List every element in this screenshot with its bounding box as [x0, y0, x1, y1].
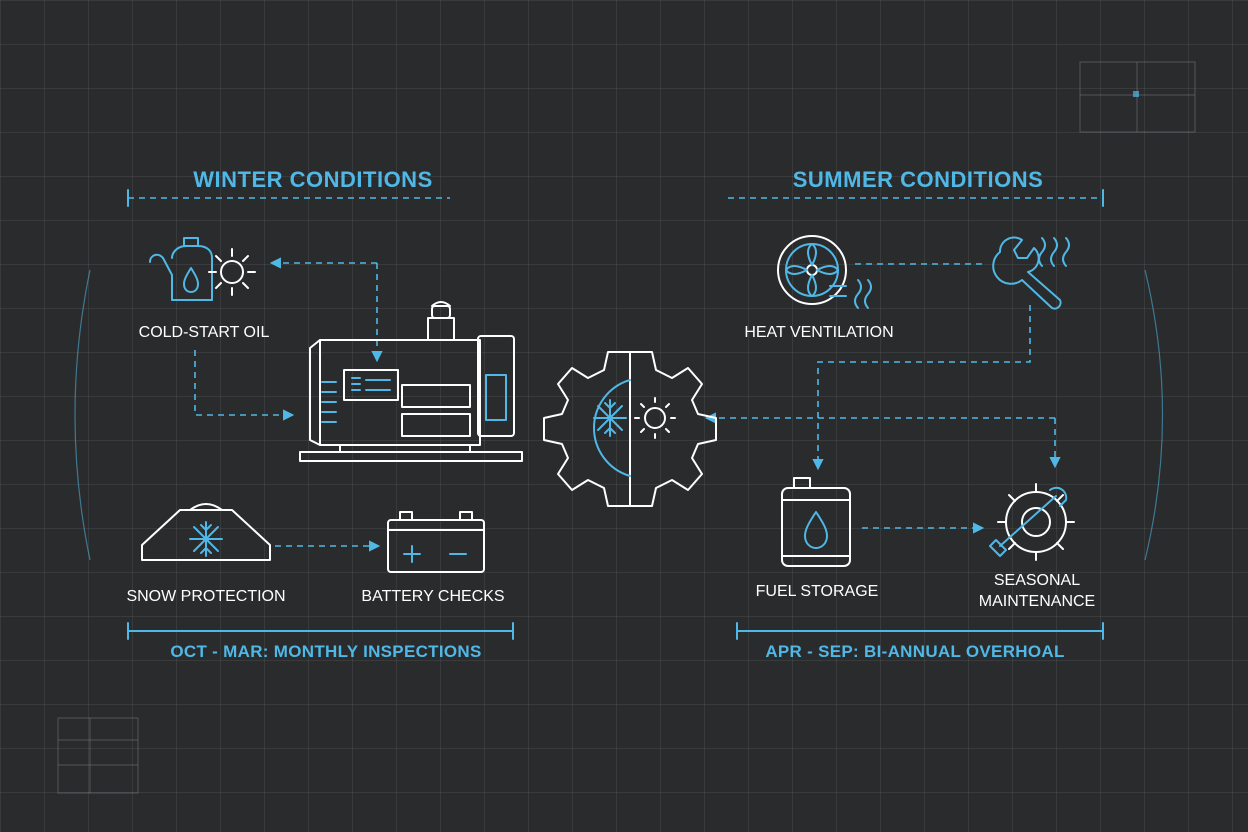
cold-start-oil-label: COLD-START OIL — [139, 324, 270, 341]
left-decor-arc — [74, 269, 91, 561]
fuel-storage-label: FUEL STORAGE — [756, 583, 879, 600]
snow-cover-icon — [141, 503, 271, 561]
heat-ventilation-label: HEAT VENTILATION — [744, 324, 893, 341]
winter-title: WINTER CONDITIONS — [193, 167, 433, 192]
decor-blueprint-bottom-left — [57, 717, 139, 794]
generator-icon — [299, 301, 523, 462]
winter-footer: OCT - MAR: MONTHLY INSPECTIONS — [170, 642, 481, 661]
summer-title: SUMMER CONDITIONS — [793, 167, 1044, 192]
snow-protection-label: SNOW PROTECTION — [126, 588, 285, 605]
gear-wrench-icon — [989, 483, 1075, 561]
right-decor-arc — [1144, 269, 1164, 561]
summer-footer-bracket — [736, 622, 1104, 640]
fuel-tank-icon — [781, 477, 851, 567]
winter-footer-bracket — [127, 622, 514, 640]
connector-oil-to-generator — [194, 350, 295, 421]
season-gear-icon — [543, 351, 717, 507]
maintenance-label: MAINTENANCE — [979, 593, 1095, 610]
fan-icon — [777, 235, 872, 309]
connector-wrench-to-fuel — [812, 305, 1031, 471]
wrench-heat-icon — [992, 236, 1070, 310]
oil-can-gear-icon — [149, 237, 256, 301]
decor-blueprint-top-right — [1079, 61, 1196, 133]
seasonal-label: SEASONAL — [994, 572, 1080, 589]
battery-checks-label: BATTERY CHECKS — [361, 588, 504, 605]
summer-footer: APR - SEP: BI-ANNUAL OVERHOAL — [765, 642, 1064, 661]
battery-icon — [387, 511, 485, 573]
